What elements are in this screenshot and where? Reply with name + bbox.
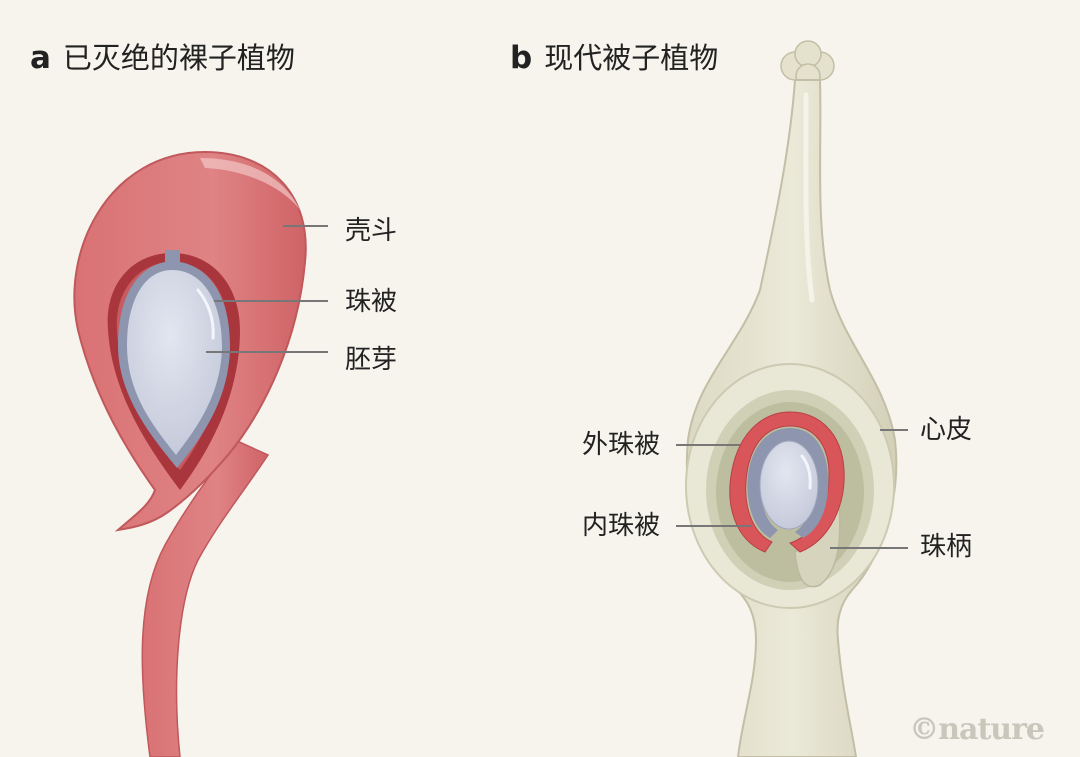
panel-b-title-text: 现代被子植物 <box>544 41 719 75</box>
label-funiculus: 珠柄 <box>920 532 973 562</box>
label-inner-integument: 内珠被 <box>582 511 661 541</box>
label-integument: 珠被 <box>345 287 398 317</box>
panel-b-letter: b <box>510 40 533 76</box>
embryo <box>127 270 222 455</box>
embryo-highlight <box>196 288 215 340</box>
panel-b-title: b 现代被子植物 <box>510 38 718 78</box>
label-outer-integument: 外珠被 <box>582 430 661 460</box>
panel-b-illustration <box>676 40 908 757</box>
nucellus <box>759 440 819 530</box>
panel-a-title: a 已灭绝的裸子植物 <box>30 38 295 78</box>
label-carpel: 心皮 <box>920 415 973 445</box>
outer-integument <box>729 411 845 553</box>
panel-a-illustration <box>73 150 328 757</box>
panel-a-title-text: 已灭绝的裸子植物 <box>62 41 295 75</box>
panel-a-letter: a <box>30 40 51 76</box>
nucellus-highlight <box>800 454 812 490</box>
cupule-highlight <box>200 158 300 210</box>
cupule-stalk <box>141 439 270 757</box>
nature-credit: ©nature <box>909 712 1045 747</box>
label-cupule: 壳斗 <box>345 216 398 246</box>
label-embryo: 胚芽 <box>345 345 398 375</box>
style-highlight <box>803 92 815 303</box>
